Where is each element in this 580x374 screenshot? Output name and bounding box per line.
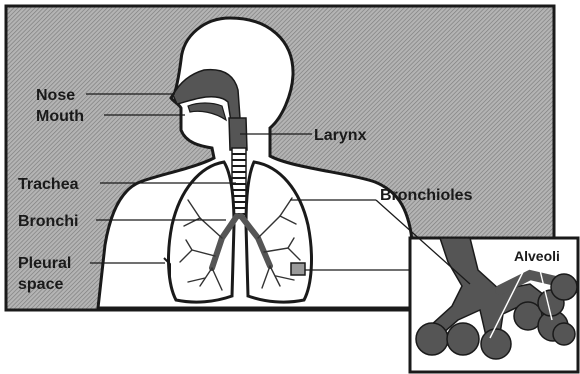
label-trachea: Trachea bbox=[18, 176, 79, 193]
magnify-box bbox=[291, 263, 305, 275]
label-alveoli: Alveoli bbox=[514, 248, 560, 264]
label-mouth: Mouth bbox=[36, 108, 84, 125]
label-larynx: Larynx bbox=[314, 127, 367, 144]
label-space: space bbox=[18, 276, 63, 293]
label-nose: Nose bbox=[36, 87, 75, 104]
label-pleural: Pleural bbox=[18, 255, 71, 272]
label-bronchioles: Bronchioles bbox=[380, 187, 473, 204]
label-bronchi: Bronchi bbox=[18, 213, 78, 230]
